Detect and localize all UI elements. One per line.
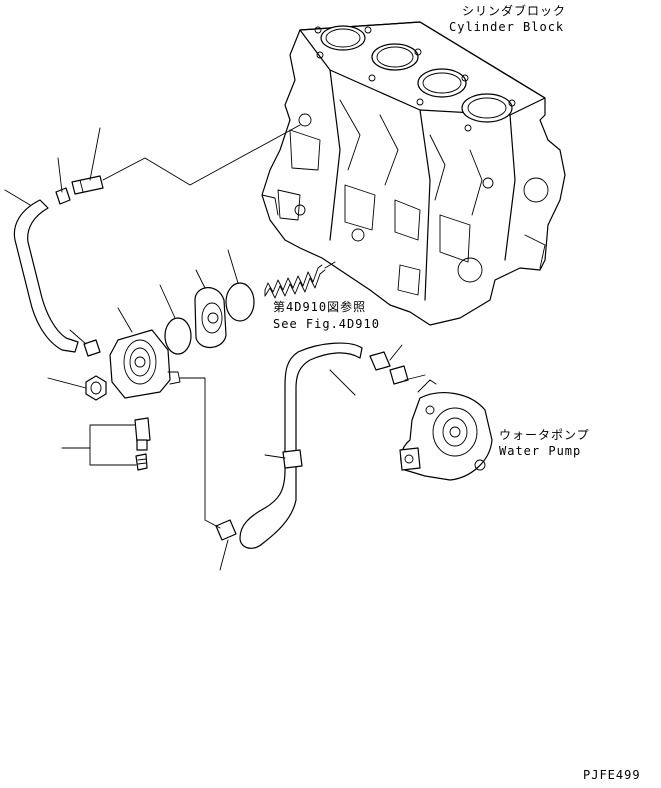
cylinder-block-drawing: [261, 21, 566, 326]
figure-code: PJFE499: [583, 768, 641, 782]
water-pump-label-jp: ウォータポンプ: [499, 428, 590, 442]
water-pump-label-en: Water Pump: [499, 444, 582, 458]
reference-label-en: See Fig.4D910: [273, 317, 380, 331]
cylinder-block-label-jp: シリンダブロック: [462, 4, 567, 18]
cylinder-block-label-en: Cylinder Block: [449, 20, 565, 34]
leader-lines: [4, 124, 426, 571]
spring-tube-drawing: [264, 264, 326, 299]
water-pump-drawing: [399, 379, 493, 481]
oil-cooler-drawing: [85, 282, 255, 471]
right-pipe-drawing: [215, 342, 409, 549]
reference-label-jp: 第4D910図参照: [273, 300, 367, 314]
left-hose-drawing: [13, 175, 104, 357]
